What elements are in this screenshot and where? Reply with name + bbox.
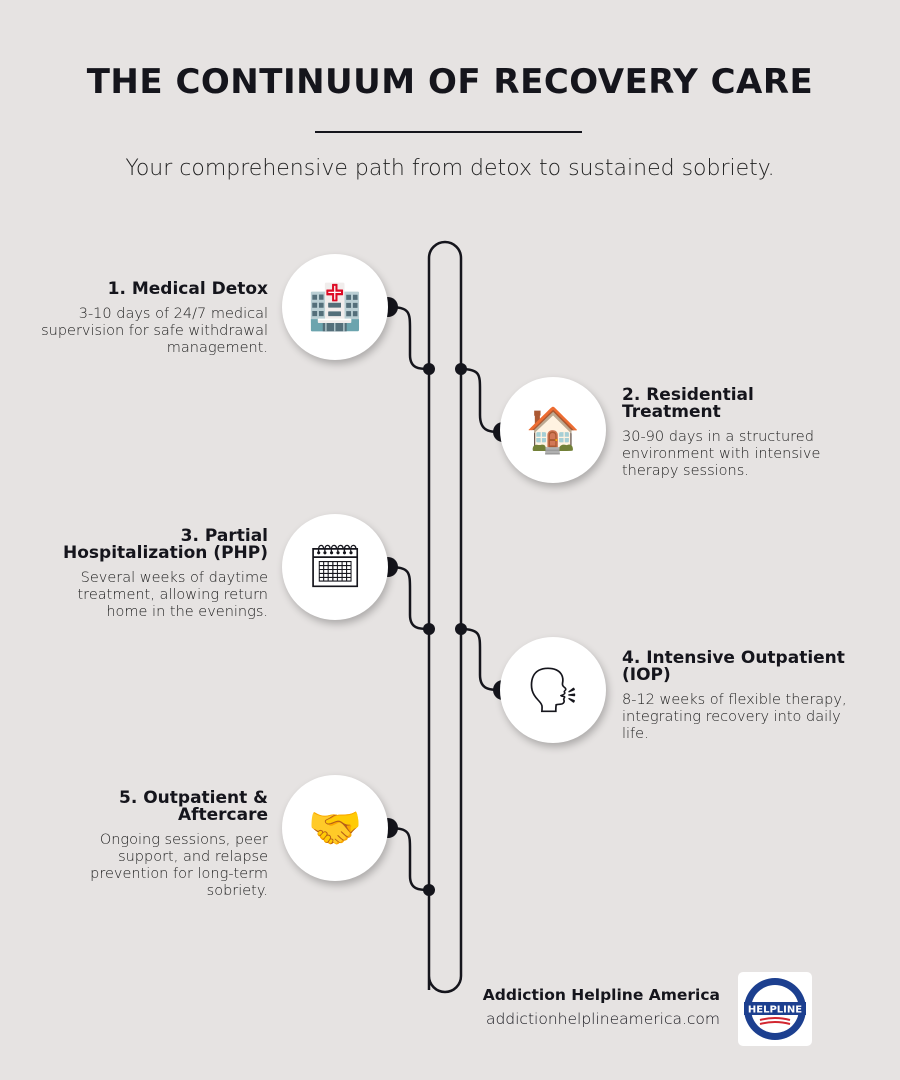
brand-name: Addiction Helpline America bbox=[482, 986, 720, 1004]
hospital-icon: 🏥 bbox=[282, 254, 388, 360]
step-medical-detox: 1. Medical Detox 3-10 days of 24/7 medic… bbox=[38, 281, 268, 357]
connector-4 bbox=[460, 627, 504, 692]
svg-text:HELPLINE: HELPLINE bbox=[748, 1005, 802, 1016]
step-title: 3. Partial Hospitalization (PHP) bbox=[63, 526, 268, 563]
handshake-icon: 🤝 bbox=[282, 775, 388, 881]
step-title: 4. Intensive Outpatient (IOP) bbox=[622, 648, 845, 685]
junction-dot bbox=[423, 623, 435, 635]
step-intensive-outpatient: 4. Intensive Outpatient (IOP) 8-12 weeks… bbox=[622, 650, 852, 743]
brand-logo: HELPLINE bbox=[738, 972, 812, 1046]
calendar-icon: 🗓 bbox=[282, 514, 388, 620]
brand-block: Addiction Helpline America addictionhelp… bbox=[483, 986, 720, 1028]
junction-dot bbox=[455, 363, 467, 375]
track-loop bbox=[427, 240, 463, 994]
junction-dot bbox=[455, 623, 467, 635]
step-description: 3-10 days of 24/7 medical supervision fo… bbox=[41, 306, 268, 356]
speaking-head-icon: 🗣 bbox=[500, 637, 606, 743]
brand-url: addictionhelplineamerica.com bbox=[485, 1010, 720, 1028]
step-description: 30-90 days in a structured environment w… bbox=[622, 429, 821, 479]
step-title: 5. Outpatient & Aftercare bbox=[119, 788, 268, 825]
page-title: THE CONTINUUM OF RECOVERY CARE bbox=[86, 62, 814, 102]
junction-dot bbox=[423, 363, 435, 375]
page-subtitle: Your comprehensive path from detox to su… bbox=[125, 156, 775, 181]
junction-dot bbox=[423, 884, 435, 896]
helpline-seal-logo: HELPLINE bbox=[744, 978, 806, 1040]
step-description: 8-12 weeks of flexible therapy, integrat… bbox=[622, 692, 847, 742]
connector-1 bbox=[387, 305, 430, 371]
connector-3 bbox=[387, 565, 430, 631]
step-residential-treatment: 2. Residential Treatment 30-90 days in a… bbox=[622, 387, 852, 480]
connector-5 bbox=[387, 826, 430, 892]
connector-2 bbox=[460, 367, 504, 434]
step-title: 2. Residential Treatment bbox=[622, 385, 754, 422]
title-divider bbox=[315, 131, 582, 133]
house-icon: 🏠 bbox=[500, 377, 606, 483]
step-title: 1. Medical Detox bbox=[107, 279, 268, 299]
step-description: Several weeks of daytime treatment, allo… bbox=[77, 570, 269, 620]
step-partial-hospitalization: 3. Partial Hospitalization (PHP) Several… bbox=[38, 528, 268, 621]
step-outpatient-aftercare: 5. Outpatient & Aftercare Ongoing sessio… bbox=[38, 790, 268, 900]
step-description: Ongoing sessions, peer support, and rela… bbox=[90, 832, 268, 899]
